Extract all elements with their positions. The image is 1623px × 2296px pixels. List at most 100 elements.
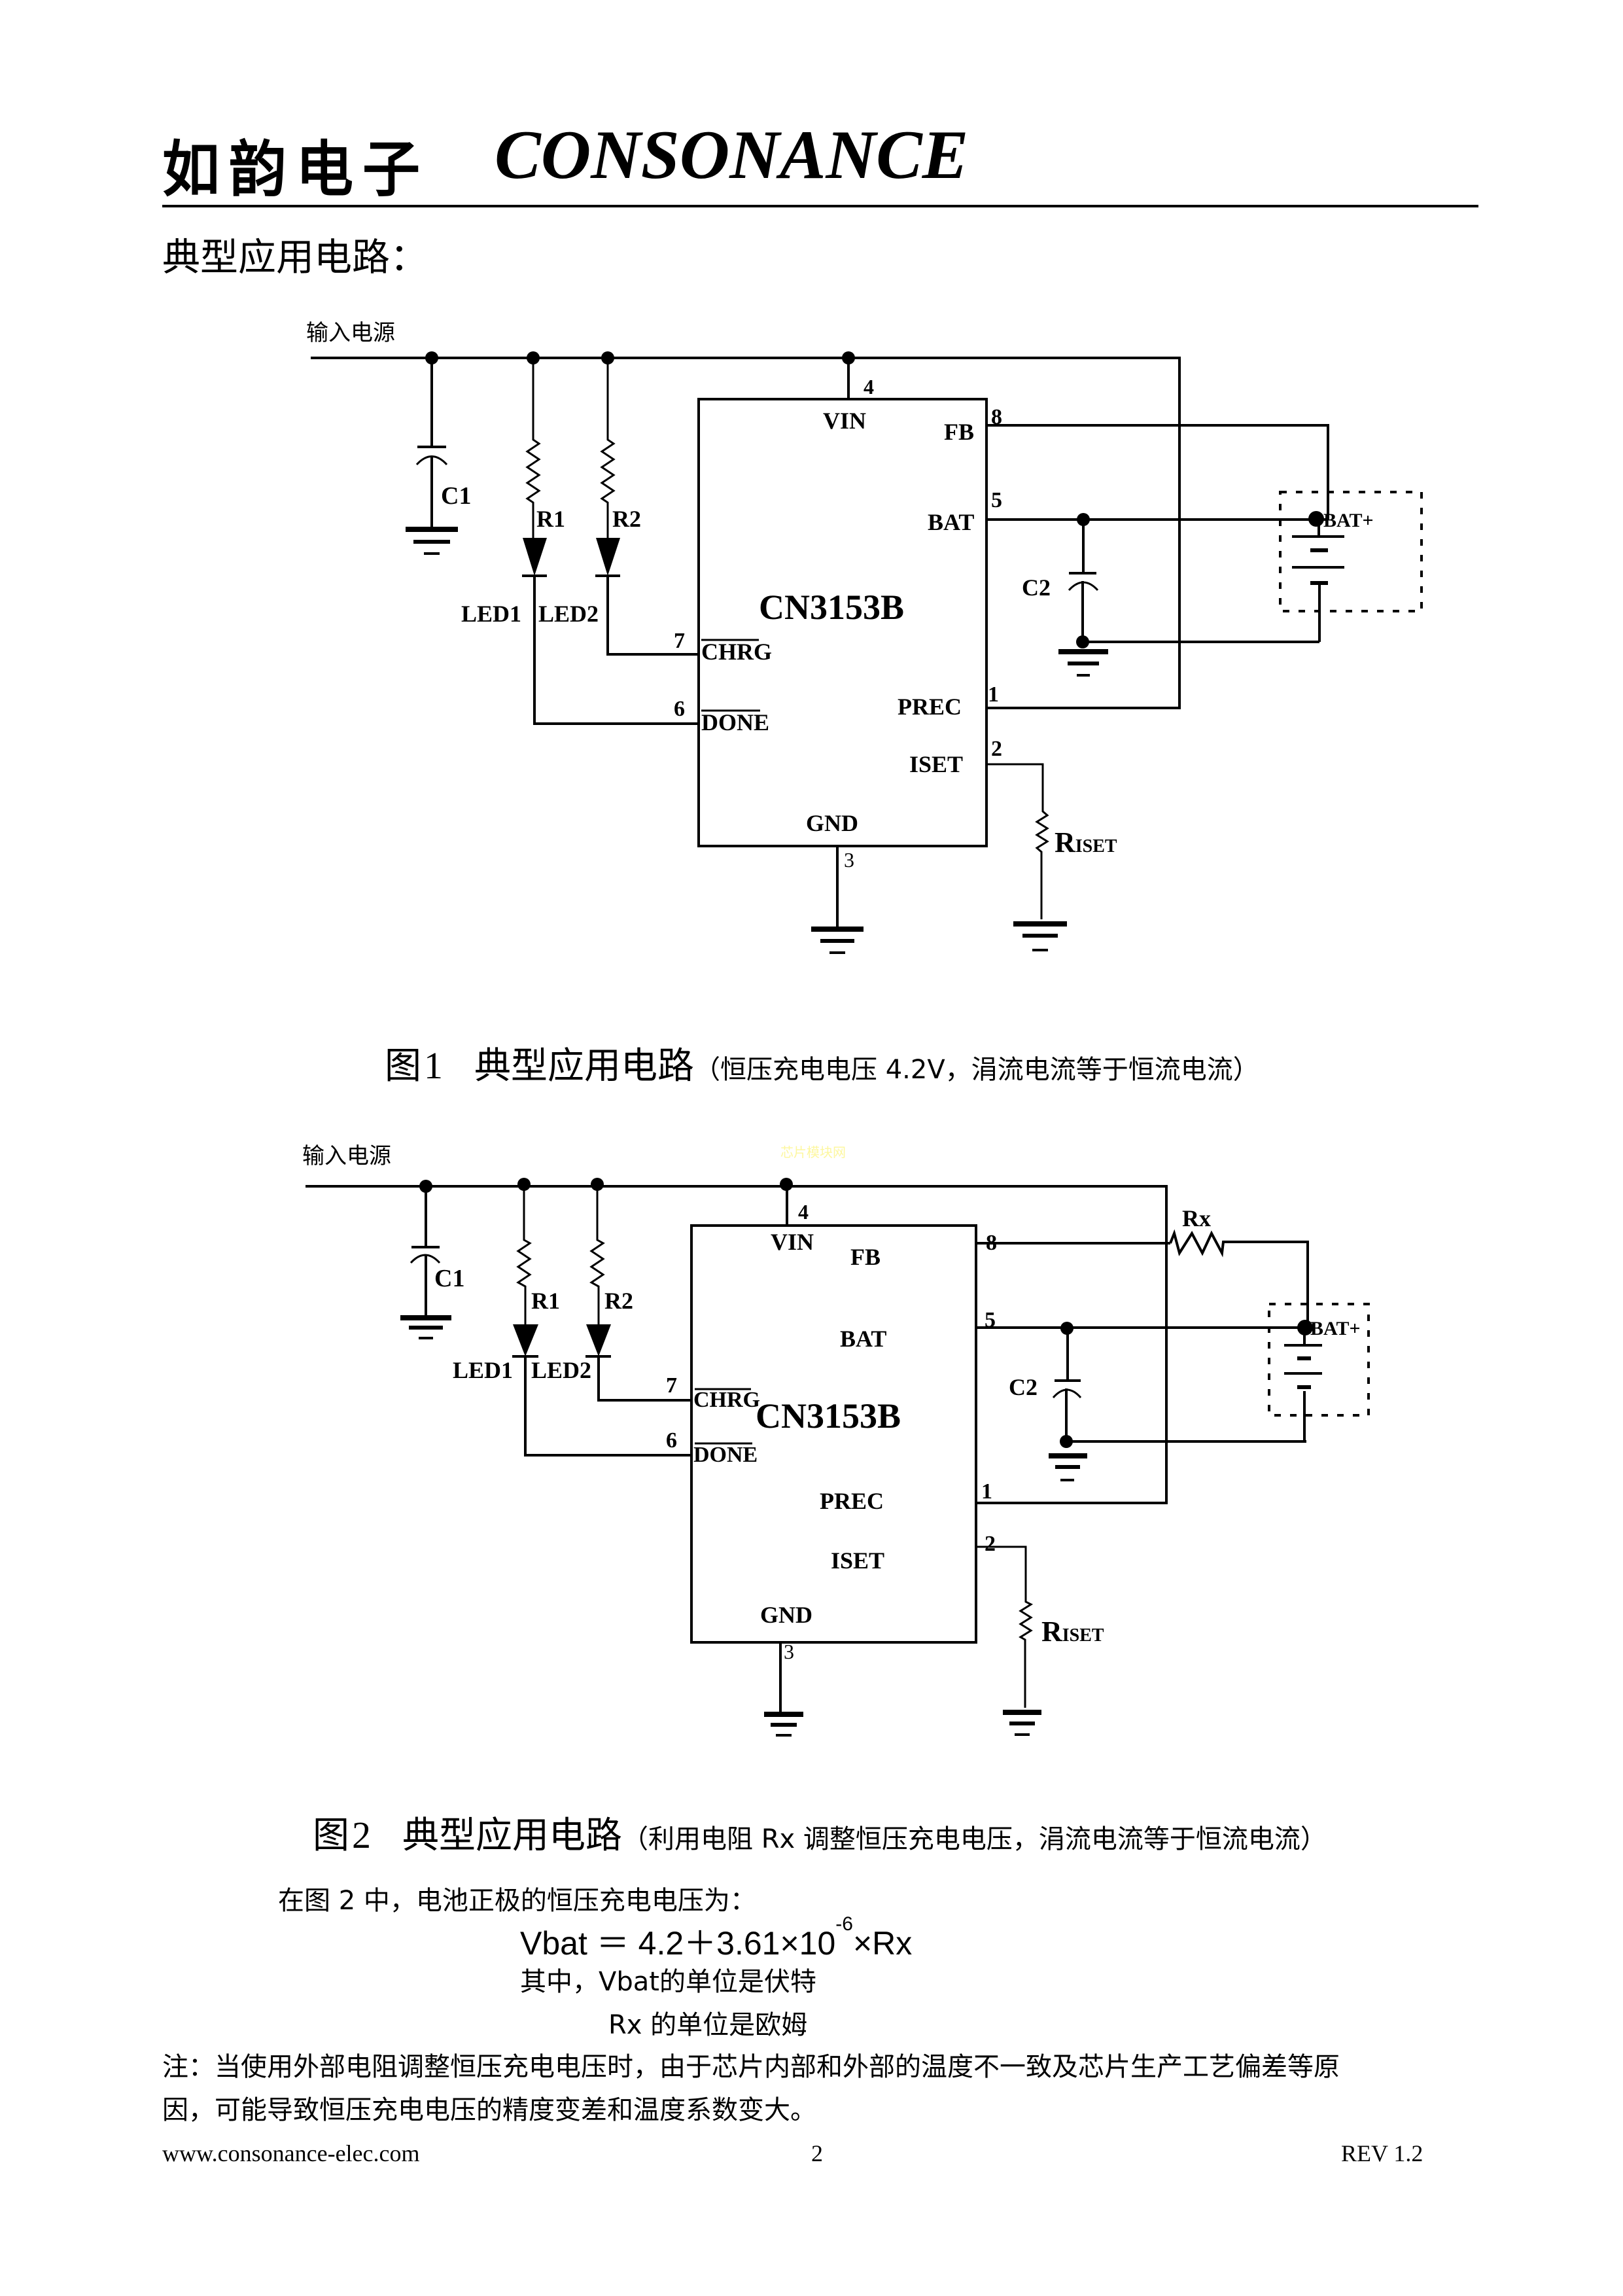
r1-label: R1 — [531, 1288, 560, 1314]
input-rail-wire — [305, 1185, 1168, 1504]
battery-icon: BAT+ — [1268, 1303, 1370, 1441]
pin-3-number: 3 — [784, 1640, 794, 1663]
formula-lhs: Vbat ＝ 4.2＋3.61×10 — [520, 1925, 836, 1962]
c2-label: C2 — [1009, 1374, 1038, 1400]
figure-1-prefix: 图 — [385, 1045, 421, 1087]
led2-label: LED2 — [531, 1357, 591, 1383]
capacitor-c2: C2 — [1009, 1328, 1082, 1441]
pin-iset-label: ISET — [831, 1547, 884, 1574]
pin-8-number: 8 — [991, 405, 1002, 429]
c1-label: C1 — [434, 1265, 464, 1292]
ground-symbol-icon — [811, 927, 864, 954]
section-title: 典型应用电路： — [162, 235, 428, 279]
pin-5-number: 5 — [985, 1308, 996, 1332]
brand-name-chinese: 如韵电子 — [162, 133, 430, 205]
pin-chrg-label: CHRG — [693, 1388, 760, 1412]
ground-symbol-icon — [1058, 649, 1108, 677]
battery-positive-label: BAT+ — [1310, 1318, 1361, 1339]
resistor-rx: Rx — [1169, 1205, 1309, 1328]
resistor-riset: RISET — [976, 1545, 1104, 1708]
pin-vin-label: VIN — [771, 1229, 814, 1255]
led1-diode: LED1 — [453, 1324, 538, 1383]
formula-intro: 在图 2 中，电池正极的恒压充电电压为： — [278, 1886, 756, 1916]
formula-exponent: -6 — [835, 1913, 853, 1935]
led2-label: LED2 — [538, 601, 599, 627]
riset-label: RISET — [1041, 1616, 1104, 1648]
ic-cn3153b-body — [690, 1224, 977, 1644]
ground-symbol-icon — [1013, 921, 1067, 951]
vbat-unit-text: 其中，Vbat的单位是伏特 — [520, 1967, 816, 1997]
ic-part-number: CN3153B — [759, 588, 904, 627]
figure-1-note: （恒压充电电压 4.2V，涓流电流等于恒流电流） — [694, 1055, 1259, 1085]
pin-fb-label: FB — [850, 1244, 881, 1270]
led2-diode: LED2 — [538, 538, 620, 627]
figure-1-number: 1 — [424, 1044, 443, 1087]
led1-label: LED1 — [453, 1357, 513, 1383]
pin-iset-label: ISET — [909, 751, 963, 777]
footer-page-number: 2 — [811, 2140, 823, 2166]
input-power-label: 输入电源 — [302, 1143, 391, 1169]
pin-4-number: 4 — [798, 1200, 809, 1224]
watermark-text: 芯片模块网 — [780, 1144, 846, 1160]
ic-cn3153b-body — [697, 398, 988, 847]
led1-diode: LED1 — [461, 538, 547, 627]
pin-gnd-label: GND — [760, 1602, 812, 1628]
pin-7-number: 7 — [674, 629, 685, 653]
pin-gnd-label: GND — [806, 810, 858, 836]
ground-symbol-icon — [1003, 1710, 1041, 1736]
pin-6-number: 6 — [674, 697, 685, 721]
input-rail-wire — [311, 357, 1181, 709]
pin-2-number: 2 — [991, 737, 1002, 761]
riset-label: RISET — [1055, 826, 1117, 858]
figure-1-caption: 图 1 典型应用电路（恒压充电电压 4.2V，涓流电流等于恒流电流） — [385, 1036, 1259, 1089]
pin-7-number: 7 — [666, 1373, 677, 1398]
pin-fb-label: FB — [944, 419, 974, 445]
pin-bat-label: BAT — [840, 1326, 886, 1352]
figure-1-title: 典型应用电路 — [474, 1045, 694, 1087]
capacitor-c1: C1 — [415, 358, 471, 528]
input-power-label: 输入电源 — [306, 320, 395, 346]
pin-done-label: DONE — [693, 1443, 758, 1467]
c2-label: C2 — [1022, 574, 1051, 601]
pin-5-number: 5 — [991, 488, 1002, 512]
done-wire — [533, 576, 699, 725]
resistor-r2: R2 — [589, 1184, 633, 1325]
footer-revision: REV 1.2 — [1341, 2140, 1423, 2166]
ground-symbol-icon — [764, 1712, 803, 1737]
rx-unit-text: Rx 的单位是欧姆 — [608, 2010, 808, 2040]
led2-diode: LED2 — [531, 1324, 611, 1383]
resistor-r2: R2 — [600, 358, 641, 538]
pin-done-label: DONE — [701, 709, 769, 735]
r2-label: R2 — [604, 1288, 633, 1314]
formula-rhs: ×Rx — [852, 1925, 913, 1962]
pin-1-number: 1 — [988, 682, 999, 707]
pin-chrg-label: CHRG — [701, 639, 772, 665]
brand-name-english: CONSONANCE — [495, 116, 969, 193]
footer-website: www.consonance-elec.com — [162, 2140, 420, 2166]
ic-part-number: CN3153B — [756, 1396, 901, 1436]
pin-bat-label: BAT — [928, 509, 974, 535]
resistor-r1: R1 — [525, 358, 565, 538]
junction-dot — [1308, 511, 1324, 527]
rx-label: Rx — [1182, 1205, 1211, 1231]
battery-positive-label: BAT+ — [1323, 510, 1374, 531]
resistor-r1: R1 — [516, 1184, 560, 1325]
ground-symbol-icon — [400, 1315, 451, 1339]
done-wire — [524, 1356, 691, 1457]
pin-1-number: 1 — [981, 1479, 992, 1504]
battery-icon: BAT+ — [1279, 491, 1423, 642]
figure-2-note: （利用电阻 Rx 调整恒压充电电压，涓流电流等于恒流电流） — [622, 1824, 1327, 1854]
pin-vin-label: VIN — [823, 408, 866, 434]
figure-2-caption: 图 2 典型应用电路（利用电阻 Rx 调整恒压充电电压，涓流电流等于恒流电流） — [313, 1806, 1327, 1859]
resistor-riset: RISET — [986, 763, 1117, 919]
figure-2-schematic: 输入电源 芯片模块网 C1 — [302, 1143, 1370, 1737]
figure-1-schematic: 输入电源 C1 R1 — [306, 320, 1423, 954]
pin-4-number: 4 — [864, 375, 874, 398]
figure-2-prefix: 图 — [313, 1814, 349, 1857]
fb-wire — [986, 424, 1329, 520]
pin-prec-label: PREC — [898, 694, 962, 720]
figure-2-title: 典型应用电路 — [402, 1814, 622, 1857]
ground-symbol-icon — [406, 527, 458, 555]
